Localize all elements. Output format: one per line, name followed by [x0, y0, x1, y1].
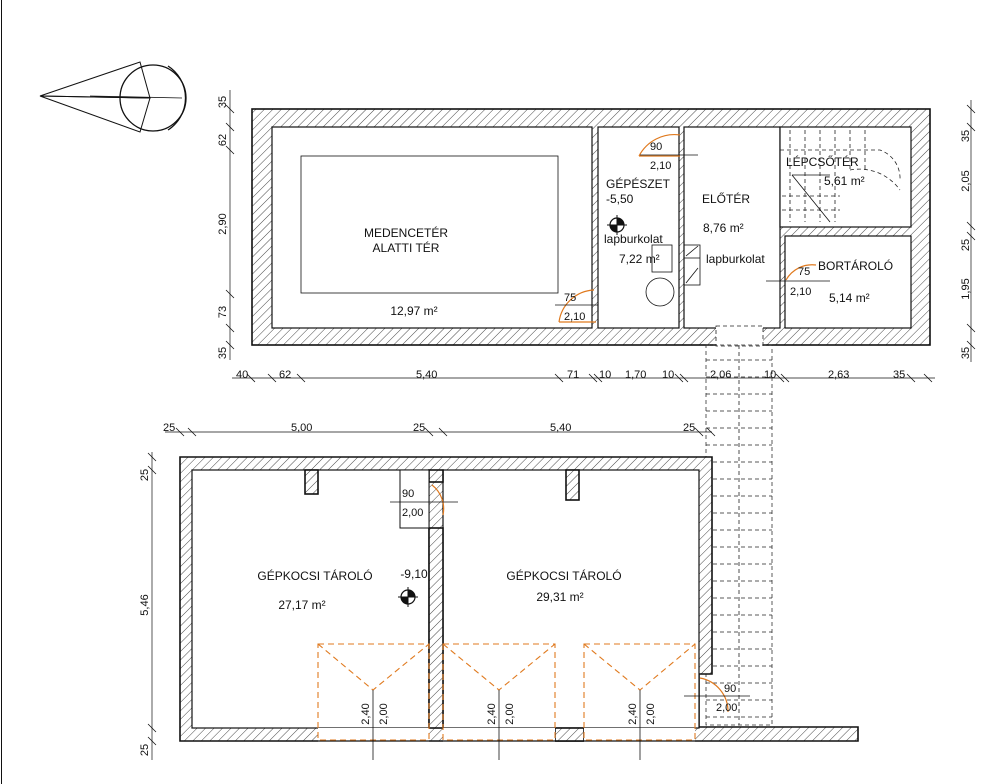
dim-top-4: 25: [683, 422, 695, 434]
door-height-4: 2,00: [402, 507, 423, 519]
door-width-4: 90: [402, 488, 414, 500]
dim-left-lower-1: 5,46: [139, 594, 151, 615]
level-marker-icon: [607, 215, 627, 235]
gate-width-1: 2,40: [360, 703, 372, 724]
vent-shaft: [683, 244, 701, 286]
room-area-mechanical: 7,22 m²: [619, 252, 660, 266]
room-name-pool-2: ALATTI TÉR: [373, 240, 440, 255]
dim-bottom-1: 62: [279, 369, 291, 381]
gate-width-2: 2,40: [486, 703, 498, 724]
door-height-3: 2,10: [790, 286, 811, 298]
room-level-mechanical: -5,50: [606, 192, 634, 206]
dim-bottom-8: 10: [764, 369, 776, 381]
room-pool-area: [271, 126, 593, 329]
dim-left-4: 35: [217, 347, 229, 359]
dim-bottom-7: 2,06: [710, 369, 731, 381]
stair-opening: [715, 325, 764, 347]
dim-right-2: 25: [960, 239, 972, 251]
dim-right-3: 1,95: [960, 278, 972, 299]
dim-bottom-2: 5,40: [416, 369, 437, 381]
gate-height-2: 2,00: [504, 703, 516, 724]
door-width-3: 75: [798, 266, 810, 278]
dim-bottom-9: 2,63: [828, 369, 849, 381]
room-area-wine: 5,14 m²: [829, 291, 870, 305]
dim-left-1: 62: [217, 134, 229, 146]
room-stairwell: [779, 126, 912, 228]
lower-floor: GÉPKOCSI TÁROLÓ 27,17 m² -9,10 GÉPKOCSI …: [139, 422, 859, 760]
room-area-garage-2: 29,31 m²: [536, 590, 583, 604]
room-area-hall: 8,76 m²: [703, 221, 744, 235]
dimension-chain-top: 25 5,00 25 5,40 25: [163, 422, 716, 437]
room-name-mechanical: GÉPÉSZET: [606, 176, 671, 191]
dimension-chain-right: 35 2,05 25 1,95 35: [960, 100, 976, 362]
room-name-hall: ELŐTÉR: [702, 191, 750, 206]
dim-right-0: 35: [960, 130, 972, 142]
room-area-stairwell: 5,61 m²: [824, 174, 865, 188]
room-name-stairwell: LÉPCSŐTÉR: [786, 154, 859, 169]
room-area-pool: 12,97 m²: [390, 304, 437, 318]
door-swing-icon: [390, 484, 750, 713]
door-width-2: 75: [564, 292, 576, 304]
room-name-pool-1: MEDENCETÉR: [364, 225, 448, 240]
pool-outline: [300, 155, 559, 294]
door-height-5: 2,00: [716, 702, 737, 714]
dim-left-lower-0: 25: [139, 469, 151, 481]
room-floor-hall: lapburkolat: [706, 252, 765, 266]
door-width-1: 90: [650, 141, 662, 153]
room-name-garage-2: GÉPKOCSI TÁROLÓ: [506, 568, 621, 583]
dimension-chain-bottom: 40 62 5,40 71 10 1,70 10 2,06 10 2,63 35: [232, 369, 935, 383]
dim-right-1: 2,05: [960, 170, 972, 191]
room-wine: [784, 235, 912, 329]
connecting-stair: [705, 344, 773, 726]
room-floor-mechanical: lapburkolat: [604, 232, 663, 246]
dim-left-2: 2,90: [217, 213, 229, 234]
dimension-chain-left: 35 62 2,90 73 35: [217, 90, 235, 360]
room-name-garage-1: GÉPKOCSI TÁROLÓ: [257, 568, 372, 583]
room-name-wine: BORTÁROLÓ: [818, 258, 893, 273]
door-width-5: 90: [724, 683, 736, 695]
dim-bottom-0: 40: [236, 369, 248, 381]
dim-top-3: 5,40: [550, 422, 571, 434]
dim-bottom-3: 71: [567, 369, 579, 381]
dim-left-0: 35: [217, 96, 229, 108]
dimension-chain-left-lower: 25 5,46 25: [139, 452, 157, 760]
boiler-circle: [645, 277, 675, 307]
shaft-box: [651, 244, 673, 273]
dim-left-3: 73: [217, 306, 229, 318]
level-marker-icon: [398, 587, 418, 607]
gate-height-3: 2,00: [645, 703, 657, 724]
upper-stair: [780, 130, 901, 223]
dim-bottom-5: 1,70: [625, 369, 646, 381]
north-arrow-icon: [39, 61, 187, 133]
dim-left-lower-2: 25: [139, 744, 151, 756]
room-level-garage-1: -9,10: [400, 567, 428, 581]
dim-bottom-10: 35: [893, 369, 905, 381]
garage-door-icon: [317, 643, 696, 760]
dim-bottom-6: 10: [662, 369, 674, 381]
gate-height-1: 2,00: [378, 703, 390, 724]
room-garage-1: [191, 469, 430, 729]
dim-top-2: 25: [413, 422, 425, 434]
room-hall: [683, 126, 781, 329]
door-height-1: 2,10: [650, 160, 671, 172]
door-swing-icon: [555, 134, 830, 323]
room-area-garage-1: 27,17 m²: [278, 598, 325, 612]
room-garage-2: [442, 469, 700, 729]
dim-top-1: 5,00: [291, 422, 312, 434]
dim-bottom-4: 10: [599, 369, 611, 381]
dim-top-0: 25: [163, 422, 175, 434]
upper-floor: MEDENCETÉR ALATTI TÉR 12,97 m² GÉPÉSZET …: [217, 90, 976, 383]
dim-right-4: 35: [960, 347, 972, 359]
gate-width-3: 2,40: [627, 703, 639, 724]
door-height-2: 2,10: [564, 311, 585, 323]
